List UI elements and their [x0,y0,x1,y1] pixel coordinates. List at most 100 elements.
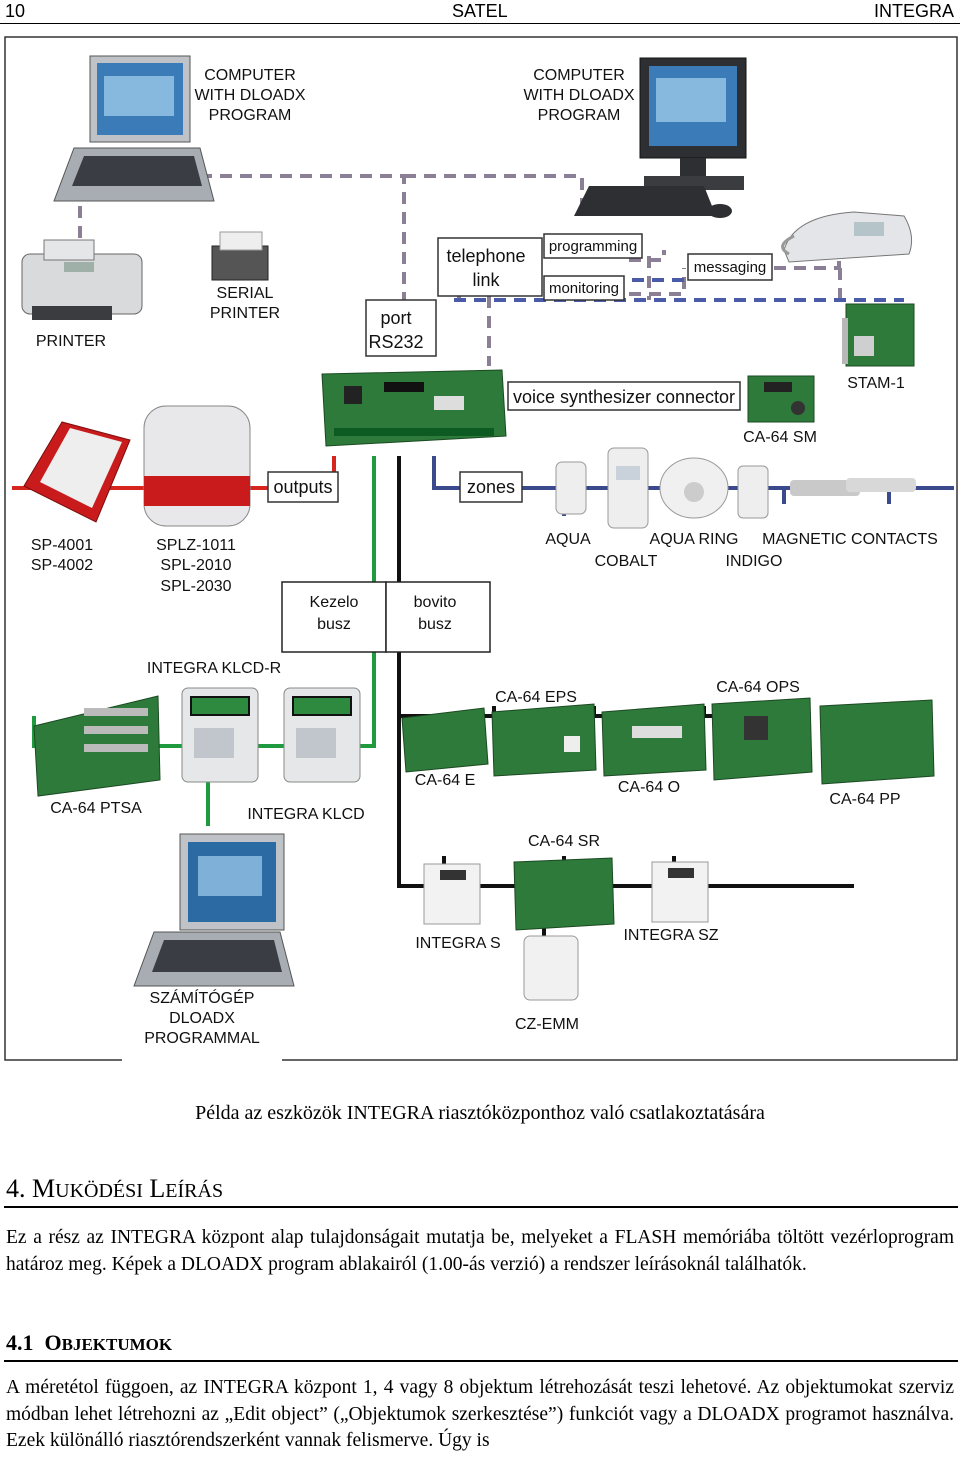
telephone-icon [781,211,913,263]
stam1-label: STAM-1 [847,375,905,392]
section-4-heading: 4. MUKÖDÉSI LEÍRÁS [6,1174,223,1204]
link-label: link [472,270,500,290]
integra-s-icon [423,863,481,925]
serial-printer-icon [211,231,269,281]
detector-indigo-icon [737,465,769,519]
printer-icon [21,239,143,320]
printer-label: PRINTER [36,333,106,350]
section-4-title-initial-2: L [149,1174,166,1203]
ca64pp-label: CA-64 PP [829,791,900,808]
detector-aqua-ring-icon [659,457,729,519]
ca64o-label: CA-64 O [618,779,680,796]
keypad-klcd-r-icon [181,687,259,783]
section-41-rule [4,1360,958,1362]
ca64sr-icon [513,857,615,931]
header-brand: SATEL [452,1,508,21]
ca64sm-label: CA-64 SM [743,429,817,446]
ca64pp-icon [819,699,935,785]
telephone-link-box [437,237,543,297]
detector-cobalt-icon [607,447,649,529]
aqua-label: AQUA [545,531,591,548]
computer-left-label-2: WITH DLOADX [194,87,305,104]
sp-siren-label-2: SP-4002 [31,557,93,574]
kezelo-busz-label: busz [317,616,351,633]
szamitogep-label-2: DLOADX [169,1010,235,1027]
szamitogep-label-1: SZÁMÍTÓGÉP [150,988,255,1007]
magnetic-label: MAGNETIC CONTACTS [762,531,938,548]
header-product: INTEGRA [873,1,954,21]
header-rule [0,23,960,24]
zones-box [459,471,523,503]
messaging-label: messaging [694,259,767,276]
ca64o-icon [601,703,707,777]
section-4-title-rest-1: UKÖDÉSI [55,1180,143,1202]
section-4-title-rest-2: EÍRÁS [165,1180,224,1202]
laptop-icon [53,55,215,202]
sp-siren-label-1: SP-4001 [31,537,93,554]
section-41-paragraph: A méretétol függoen, az INTEGRA központ … [6,1377,954,1451]
bovito-label: bovito [414,594,457,611]
desktop-computer-icon [574,57,747,218]
section-41-title-initial: O [44,1330,62,1355]
section-41-title-rest: BJEKTUMOK [61,1335,173,1354]
detector-aqua-icon [555,461,587,515]
ca64e-label: CA-64 E [415,772,475,789]
programming-label: programming [549,238,637,255]
section-4-title-initial-1: M [32,1174,56,1203]
ca64eps-icon [491,703,597,777]
siren-sp-icon [23,421,131,523]
keypad-klcd-icon [283,687,361,783]
ca64ptsa-label: CA-64 PTSA [50,800,142,817]
section-4-rule [4,1206,958,1208]
bovito-busz-label: busz [418,616,452,633]
connection-diagram: COMPUTER WITH DLOADX PROGRAM COMPUTER WI… [4,36,958,1061]
splz-label-1: SPLZ-1011 [156,537,236,554]
computer-right-label-3: PROGRAM [538,107,621,124]
integra-sz-icon [651,861,709,923]
section-41-heading: 4.1 OBJEKTUMOK [6,1330,172,1356]
indigo-label: INDIGO [726,553,783,570]
computer-right-label-1: COMPUTER [533,67,625,84]
outputs-label: outputs [273,477,332,497]
splz-label-2: SPL-2010 [160,557,231,574]
outputs-box [267,471,339,503]
figure-caption: Példa az eszközök INTEGRA riasztóközpont… [195,1102,765,1124]
integra-klcd-label: INTEGRA KLCD [247,806,364,823]
serial-printer-label-2: PRINTER [210,305,280,322]
siren-splz-icon [143,405,251,527]
ca64sr-label: CA-64 SR [528,833,600,850]
ca64sm-icon [747,375,815,423]
czemm-label: CZ-EMM [515,1016,579,1033]
stam1-card-icon [842,303,915,367]
section-41-number: 4.1 [6,1330,34,1355]
computer-left-label-3: PROGRAM [209,107,292,124]
szamitogep-label-3: PROGRAMMAL [144,1030,260,1047]
ca64ops-icon [711,697,813,781]
programming-box [543,233,643,259]
monitoring-box [543,275,625,301]
ca64ptsa-icon [33,695,161,797]
integra-s-label: INTEGRA S [415,935,500,952]
ca64eps-label: CA-64 EPS [495,689,577,706]
integra-sz-label: INTEGRA SZ [623,927,718,944]
telephone-label: telephone [446,246,525,266]
zones-label: zones [467,477,515,497]
bovito-bus-box [385,581,491,653]
section-4-paragraph: Ez a rész az INTEGRA központ alap tulajd… [6,1227,954,1275]
rs232-label: RS232 [368,332,423,352]
computer-left-label-1: COMPUTER [204,67,296,84]
aqua-ring-label: AQUA RING [650,531,739,548]
voice-connector-box [507,381,741,411]
kezelo-bus-box [281,581,387,653]
monitoring-label: monitoring [549,280,619,297]
page-header: 10 SATEL INTEGRA [0,0,960,26]
voice-connector-label: voice synthesizer connector [513,387,735,407]
control-board-icon [321,369,507,447]
ca64e-icon [401,707,489,773]
kezelo-label: Kezelo [310,594,359,611]
laptop-bottom-icon [133,833,295,987]
port-rs232-box [365,299,437,357]
ca64ops-label: CA-64 OPS [716,679,800,696]
page-number: 10 [5,1,26,21]
cobalt-label: COBALT [595,553,658,570]
